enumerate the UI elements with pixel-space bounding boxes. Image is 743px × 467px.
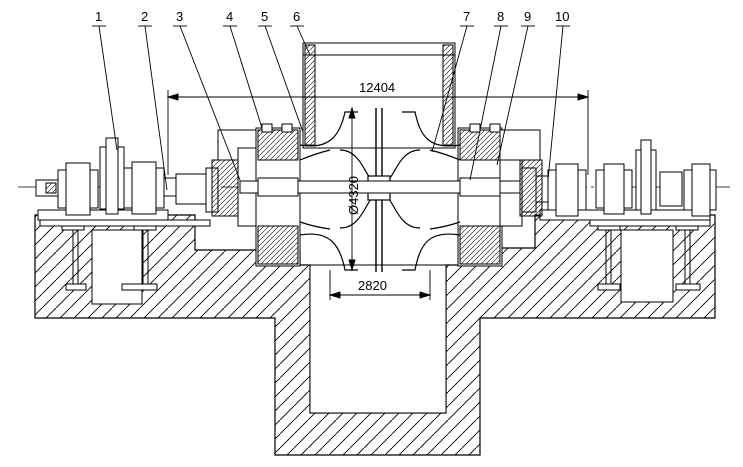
callout-2: 2: [141, 9, 148, 24]
callout-10: 10: [555, 9, 569, 24]
callout-9: 9: [524, 9, 531, 24]
dimension-pit-width: 2820: [358, 278, 387, 293]
central-housing: [302, 42, 456, 149]
callout-labels: 1 2 3 4 5 6 7 8 9 10: [95, 9, 569, 24]
main-shaft: [239, 177, 521, 197]
left-casing: [211, 123, 301, 267]
leader-lines: [92, 25, 570, 191]
left-drive-train: [35, 137, 219, 216]
callout-4: 4: [226, 9, 233, 24]
dimension-overall-length: 12404: [359, 80, 395, 95]
callout-1: 1: [95, 9, 102, 24]
callout-3: 3: [176, 9, 183, 24]
callout-5: 5: [261, 9, 268, 24]
dimension-lines: [166, 90, 590, 300]
callout-7: 7: [463, 9, 470, 24]
callout-6: 6: [293, 9, 300, 24]
callout-8: 8: [497, 9, 504, 24]
foundation: [34, 214, 716, 456]
right-casing: [457, 123, 543, 267]
dimension-diameter: Ø4320: [346, 176, 361, 215]
right-drive-train: [521, 139, 717, 217]
